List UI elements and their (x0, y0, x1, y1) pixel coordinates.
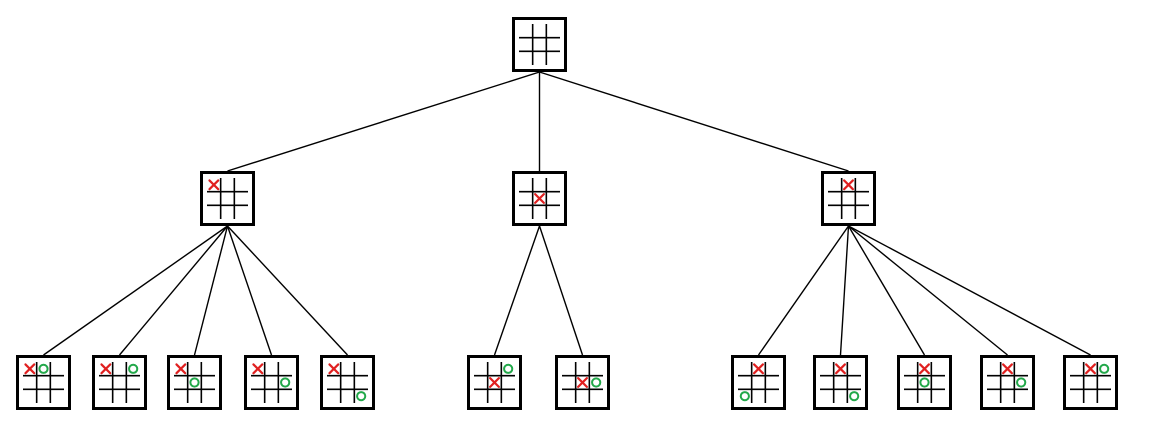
board-background (167, 355, 222, 410)
tree-edge-edge-to-edge-4 (848, 225, 1008, 356)
board-background (813, 355, 868, 410)
x-mark (208, 179, 220, 191)
x-mark (489, 377, 500, 388)
x-mark (577, 377, 588, 388)
board-node-corner-4 (244, 355, 299, 410)
o-mark (1016, 377, 1027, 388)
tree-edge-center-to-center-1 (493, 225, 541, 356)
board-border (467, 355, 522, 410)
board-border (320, 355, 375, 410)
board-border (167, 355, 222, 410)
x-mark (252, 363, 264, 375)
board-node-corner-3 (167, 355, 222, 410)
board-node-center-2 (555, 355, 610, 410)
tree-edge-corner-to-corner-3 (193, 225, 229, 356)
tree-edge-corner-to-corner-4 (226, 225, 273, 356)
tree-edge-edge-to-edge-1 (757, 225, 850, 356)
board-border (16, 355, 71, 410)
x-mark (328, 363, 340, 375)
tree-edge-root-to-corner (227, 71, 540, 172)
board-background (980, 355, 1035, 410)
board-border (813, 355, 868, 410)
o-mark (280, 377, 291, 388)
board-node-center (512, 171, 567, 226)
o-mark (849, 391, 860, 402)
board-background (320, 355, 375, 410)
x-mark (24, 363, 36, 375)
o-mark (1099, 363, 1110, 374)
o-mark (38, 363, 49, 374)
board-border (512, 17, 567, 72)
x-mark (100, 363, 112, 375)
board-background (16, 355, 71, 410)
tree-edge-root-to-edge (539, 71, 849, 172)
tree-edge-center-to-center-2 (538, 225, 584, 356)
board-border (897, 355, 952, 410)
board-node-corner-2 (92, 355, 147, 410)
o-mark (591, 377, 602, 388)
board-border (1063, 355, 1118, 410)
board-node-corner-1 (16, 355, 71, 410)
board-node-edge-3 (897, 355, 952, 410)
board-border (512, 171, 567, 226)
o-mark (356, 391, 367, 402)
x-mark (534, 193, 545, 204)
x-mark (175, 363, 187, 375)
x-mark (843, 179, 854, 191)
o-mark (128, 363, 139, 374)
tree-edge-corner-to-corner-5 (226, 225, 349, 356)
board-node-corner (200, 171, 255, 226)
board-background (512, 17, 567, 72)
board-background (200, 171, 255, 226)
board-node-edge-2 (813, 355, 868, 410)
board-node-corner-5 (320, 355, 375, 410)
tree-edges (43, 71, 1091, 356)
board-background (731, 355, 786, 410)
o-mark (189, 377, 200, 388)
tree-nodes (16, 17, 1118, 410)
board-background (244, 355, 299, 410)
board-node-root (512, 17, 567, 72)
x-mark (753, 363, 764, 375)
board-background (897, 355, 952, 410)
board-node-edge-5 (1063, 355, 1118, 410)
board-border (555, 355, 610, 410)
board-background (92, 355, 147, 410)
tree-edge-edge-to-edge-2 (839, 225, 850, 356)
board-border (200, 171, 255, 226)
tree-edge-corner-to-corner-1 (43, 225, 228, 356)
board-node-edge-1 (731, 355, 786, 410)
x-mark (835, 363, 846, 375)
tree-edge-corner-to-corner-2 (118, 225, 229, 356)
board-border (244, 355, 299, 410)
tree-edge-edge-to-edge-3 (847, 225, 926, 356)
board-background (1063, 355, 1118, 410)
tree-edge-edge-to-edge-5 (848, 225, 1091, 356)
x-mark (919, 363, 930, 375)
board-node-center-1 (467, 355, 522, 410)
board-border (731, 355, 786, 410)
board-background (821, 171, 876, 226)
board-node-edge-4 (980, 355, 1035, 410)
x-mark (1085, 363, 1096, 375)
o-mark (503, 363, 514, 374)
board-border (980, 355, 1035, 410)
x-mark (1002, 363, 1013, 375)
board-border (821, 171, 876, 226)
board-border (92, 355, 147, 410)
o-mark (739, 391, 750, 402)
board-node-edge (821, 171, 876, 226)
o-mark (919, 377, 930, 388)
